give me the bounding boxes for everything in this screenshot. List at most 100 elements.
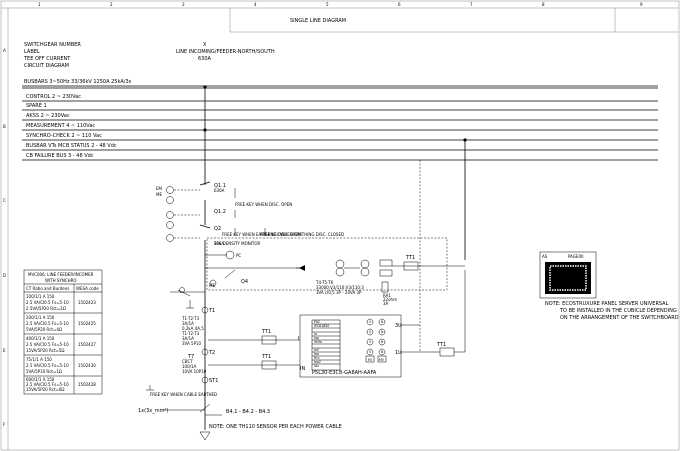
field-tee-off-current: TEE OFF CURRENT bbox=[23, 56, 71, 62]
field-value-x: X bbox=[203, 42, 207, 48]
free-key-earthed: FREE KEY WHEN CABLE EARTHED bbox=[150, 392, 217, 397]
relay-right-3: N bbox=[381, 330, 384, 334]
ct-row-1-code: 1502425 bbox=[78, 321, 96, 326]
busbars-label: BUSBARS 3~50Hz 33/36kV 1250A 25kA/3s bbox=[24, 79, 132, 85]
ct-table-header-1: WESA code bbox=[76, 286, 99, 291]
ct-table-header-0: CT Ratio and Burdens bbox=[26, 286, 69, 291]
tt1-lower-label: TT1 bbox=[261, 354, 271, 360]
tt1-vt-label: TT1 bbox=[405, 255, 415, 261]
ct-row-1-line-1: 2.5 VA/CI0.5 Fs=5-10 bbox=[26, 321, 69, 326]
ct-text-4: 3A/1A bbox=[182, 336, 194, 341]
ct-t7: T7 bbox=[187, 354, 194, 360]
ct7-text-2: 10VA 10P10 bbox=[182, 369, 207, 374]
ct-row-4-line-1: 2.5 VA/CI0.5 Fs=5-10 bbox=[26, 382, 69, 387]
ct-table-row: 100/1/1 A 150 2.5 VA/CI0.5 Fs=5-10 2.5VA… bbox=[24, 294, 102, 314]
aux-bus-busbar-vts: BUSBAR VTs MCB STATUS 2 - 48 Vdc bbox=[26, 143, 117, 149]
aux-bus-spare: SPARE 1 bbox=[26, 103, 47, 109]
grid-row-f: F bbox=[3, 422, 6, 427]
grid-col-9: 9 bbox=[640, 2, 643, 7]
ct-table-title-0: MVC006: LINE FEEDER/INCOMER bbox=[28, 272, 94, 277]
q11-label: Q1.1 bbox=[214, 183, 226, 189]
grid-col-labels: 1 2 3 4 5 6 7 8 9 bbox=[38, 2, 643, 7]
grid-row-b: B bbox=[3, 124, 6, 129]
ct-row-0-code: 1502423 bbox=[78, 300, 96, 305]
ct-table-title-1: WITH SYNCHRO bbox=[45, 278, 77, 283]
grid-col-7: 7 bbox=[470, 2, 473, 7]
field-value-title: LINE INCOMING/FEEDER-NORTH/SOUTH bbox=[176, 49, 275, 55]
relay-3u-label: 3U bbox=[395, 323, 402, 329]
field-value-current: 630A bbox=[198, 56, 212, 62]
field-switchgear-number: SWITCHGEAR NUMBER bbox=[24, 42, 81, 48]
aux-bus-cb-failure: CB FAILURE BUS 3 - 48 Vdc bbox=[26, 153, 94, 159]
grid-row-labels: A B C D E F bbox=[3, 48, 6, 427]
pc-label: PC bbox=[236, 253, 241, 258]
q2-label: Q2 bbox=[214, 226, 221, 232]
cable-note: NOTE: ONE TH110 SENSOR PER EACH POWER CA… bbox=[209, 424, 342, 430]
aux-bus-synchro: SYNCHRO-CHECK 2 ~ 110 Vac bbox=[26, 133, 102, 139]
ct-row-3-line-1: 2.5 VA/CI0.5 Fs=5-10 bbox=[26, 363, 69, 368]
ct-row-2-line-0: 400/1/1 A 150 bbox=[26, 336, 55, 341]
relay-i-label: I bbox=[298, 336, 299, 342]
grid-col-1: 1 bbox=[38, 2, 41, 7]
relay-right-2: V bbox=[369, 330, 372, 334]
aux-buses: CONTROL 2 ~ 230Vac SPARE 1 AKSS 2 ~ 230V… bbox=[22, 85, 658, 161]
relay-right-0: V bbox=[369, 320, 372, 324]
grid-row-c: C bbox=[3, 198, 6, 203]
header-fields: SWITCHGEAR NUMBER LABEL TEE OFF CURRENT … bbox=[23, 42, 275, 69]
main-feeder-line bbox=[199, 87, 466, 430]
sheet-title: SINGLE LINE DIAGRAM bbox=[290, 18, 346, 24]
ct-row-3-line-2: 5VA/5P10 Rct=1Ω bbox=[26, 369, 62, 374]
ct-text-3: T1-T2-T3 bbox=[181, 331, 200, 336]
ct-row-0-line-1: 2.5 VA/CI0.5 Fs=5-10 bbox=[26, 300, 69, 305]
field-circuit-diagram: CIRCUIT DIAGRAM bbox=[24, 63, 69, 69]
aux-bus-measurement: MEASUREMENT 4 ~ 110Vac bbox=[26, 123, 95, 129]
aux-bus-akss: AKSS 2 ~ 230Vac bbox=[26, 113, 70, 119]
qr-code-icon bbox=[545, 262, 591, 294]
relay-left-4: Iop bbox=[314, 336, 319, 340]
ct-row-2-line-1: 2.5 VA/CI0.5 Fs=5-10 bbox=[26, 342, 69, 347]
ra-0: RA1 bbox=[383, 293, 391, 298]
grid-col-3: 3 bbox=[182, 2, 185, 7]
ct7-text-0: CBCT bbox=[182, 359, 193, 364]
cable-termination: 1x(3x_mm²) B4.1 - B4.2 - B4.3 NOTE: ONE … bbox=[138, 403, 342, 441]
ct-table-row: 600/1/1 A 150 2.5 VA/CI0.5 Fs=5-10 15VA/… bbox=[26, 377, 96, 392]
ct-row-4-line-2: 15VA/5P20 Rct=6Ω bbox=[26, 387, 64, 392]
relay-right-6: 5 bbox=[369, 350, 371, 354]
earthing-switch bbox=[170, 287, 205, 309]
cable-label: 1x(3x_mm²) bbox=[138, 408, 168, 414]
grid-row-a: A bbox=[3, 48, 6, 53]
relay-left-1: IEC61850 bbox=[314, 324, 329, 328]
relay-1u-label: 1U bbox=[395, 350, 402, 356]
relay-left-3: Io bbox=[314, 332, 317, 336]
ra-1: 22ohm bbox=[383, 297, 397, 302]
relay-model: P5L30-E3C8-GA8AH-AAFA bbox=[312, 370, 377, 376]
ct-row-1-line-2: 5VA/5P20 Rct=4Ω bbox=[26, 327, 62, 332]
ct-row-2-line-2: 15VA/5P20 Rct=5Ω bbox=[26, 348, 64, 353]
ct-row-3-code: 1502430 bbox=[78, 363, 96, 368]
ct-text-0: T1-T2-T3 bbox=[181, 316, 200, 321]
switchgear-devices: Q1.1 630A Q1.2 Q2 20kA EM ME FREE KEY WH… bbox=[156, 183, 448, 291]
free-key-earth-open: FREE KEY WHEN EARTHING DISC. OPEN bbox=[222, 232, 301, 237]
b-label: B4.1 - B4.2 - B4.3 bbox=[226, 409, 270, 415]
ct-text-1: 3A/1A bbox=[182, 321, 194, 326]
relay-right-7: N bbox=[381, 350, 384, 354]
grid-col-8: 8 bbox=[542, 2, 545, 7]
relay-left-9: Rcc bbox=[314, 356, 320, 360]
free-key-open: FREE KEY WHEN DISC. OPEN bbox=[235, 202, 292, 207]
em-me-lower: ME bbox=[209, 283, 215, 288]
tt1-right-label: TT1 bbox=[436, 342, 446, 348]
free-key-earth-closed: FREE KEY WHEN EARTHING DISC. CLOSED bbox=[260, 232, 344, 237]
aux-bus-control: CONTROL 2 ~ 230Vac bbox=[26, 94, 81, 100]
ct-row-0-line-2: 2.5VA/5P20 Rct=2Ω bbox=[26, 306, 66, 311]
em-label: EM bbox=[156, 186, 163, 191]
ct-table-row: 200/1/1 A 150 2.5 VA/CI0.5 Fs=5-10 5VA/5… bbox=[24, 315, 102, 335]
q12-label: Q1.2 bbox=[214, 209, 226, 215]
relay-left-11: IAu bbox=[314, 364, 319, 368]
ct-row-0-line-0: 100/1/1 A 150 bbox=[26, 294, 55, 299]
field-label: LABEL bbox=[24, 49, 40, 55]
ecostruxure-block: AS PAGE00 NOTE: ECOSTRUXURE PANEL SERVER… bbox=[539, 251, 679, 321]
eco-note-2: ON THE ARRANGEMENT OF THE SWITCHBOARD bbox=[560, 315, 679, 321]
qr-label-right: PAGE00 bbox=[568, 254, 584, 259]
